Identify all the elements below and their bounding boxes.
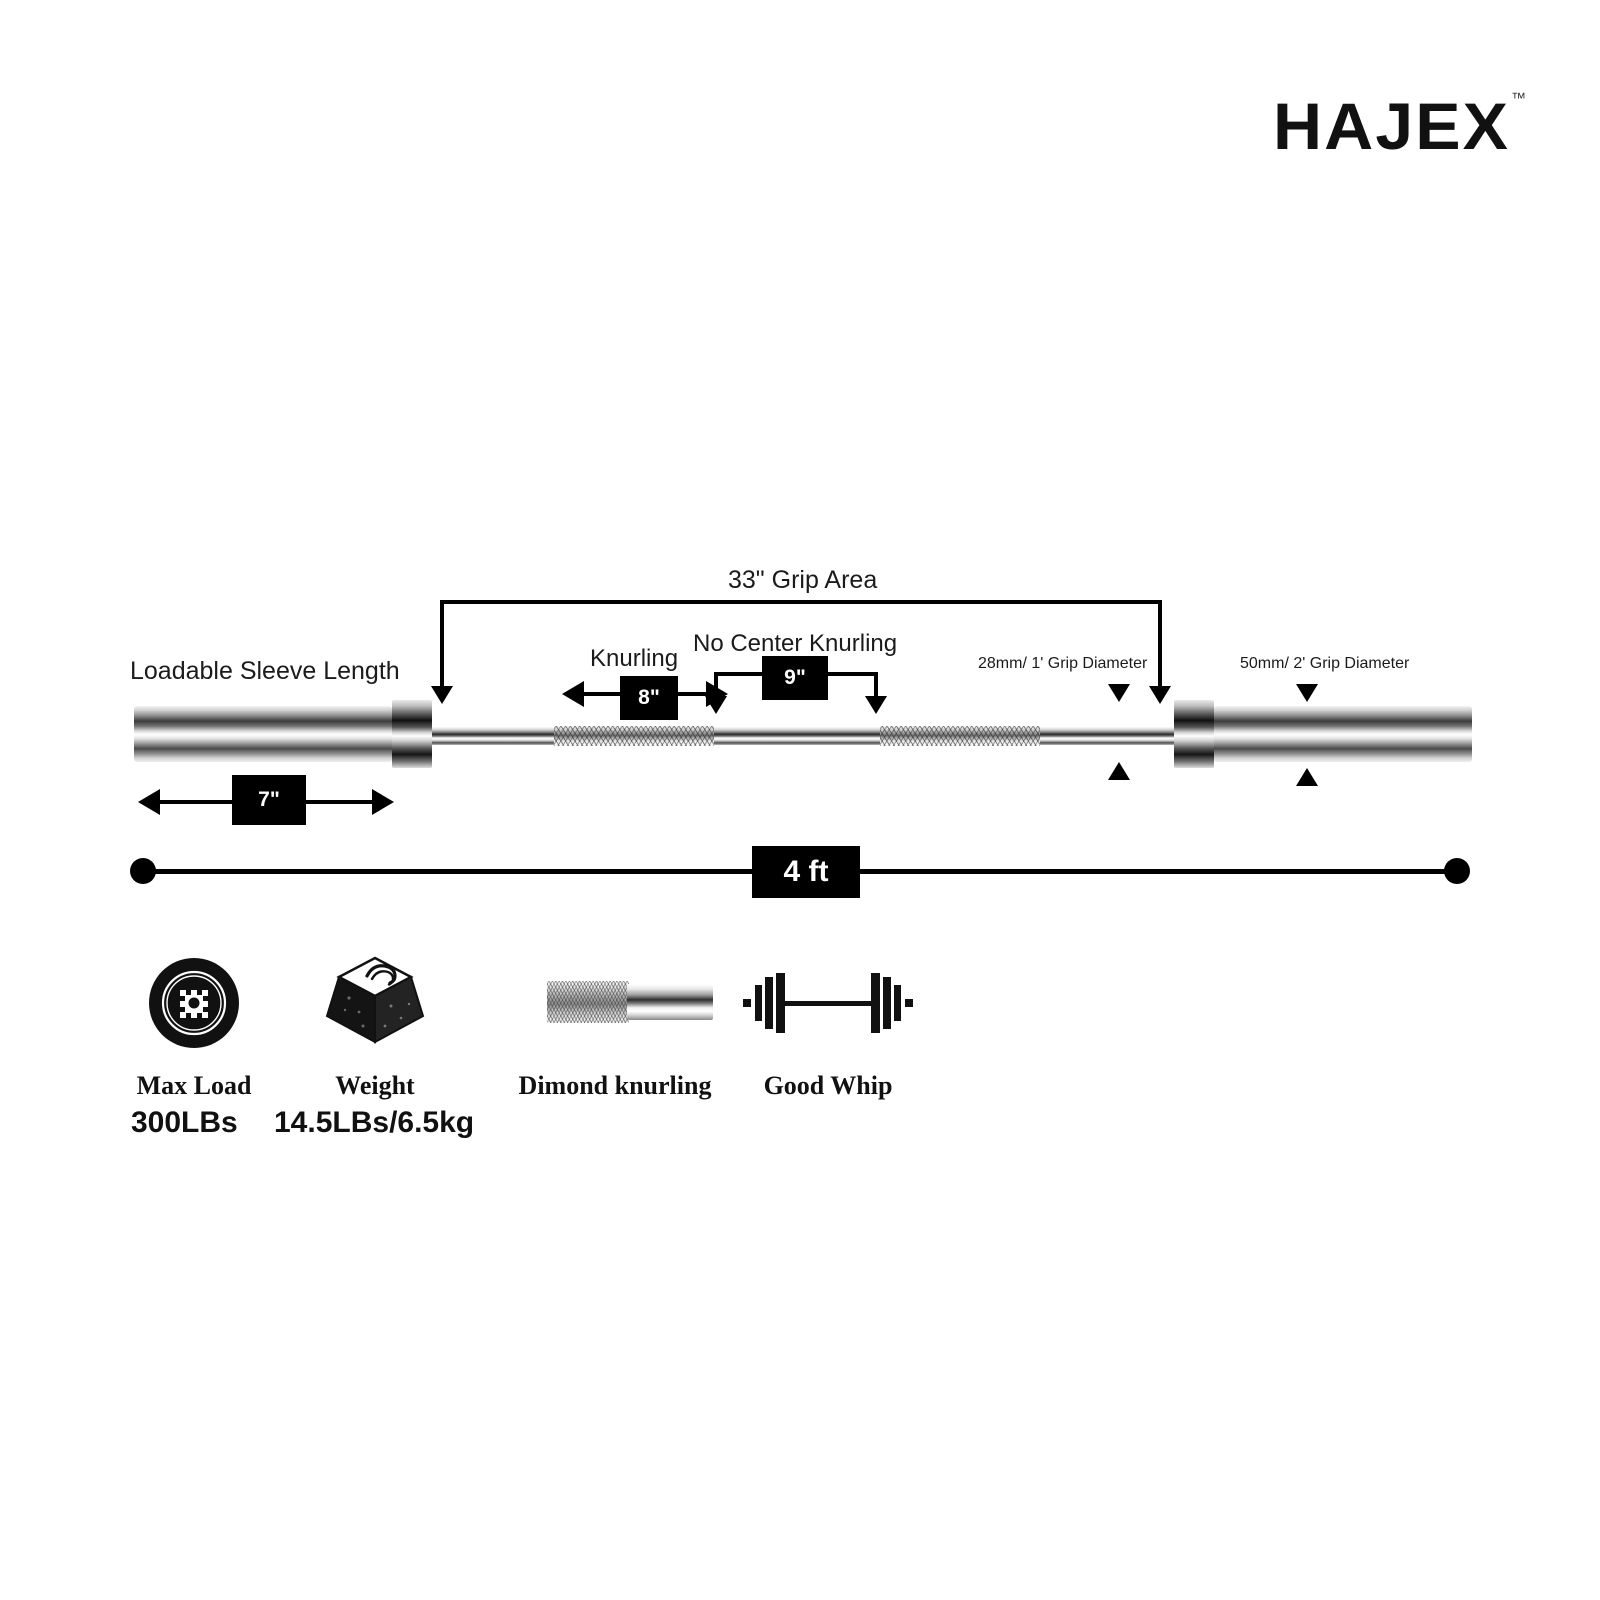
sleeve-diameter-arrow-up-icon — [1296, 768, 1318, 786]
knurled-bar-icon — [517, 955, 713, 1051]
shaft-smooth-left — [432, 727, 554, 745]
loadable-sleeve-length-label: Loadable Sleeve Length — [130, 657, 400, 685]
sleeve-dim-arrow-left-icon — [138, 789, 160, 815]
total-length-badge: 4 ft — [752, 846, 860, 898]
right-sleeve — [1214, 706, 1472, 762]
feature-dimond-knurling-label: Dimond knurling — [518, 1071, 712, 1100]
knurling-dim-arrow-left-icon — [562, 681, 584, 707]
grip-area-bracket-right — [1158, 600, 1162, 686]
center-gap-bracket-top-left — [714, 672, 770, 676]
feature-weight-label: Weight — [335, 1071, 415, 1100]
center-gap-length-badge: 9" — [762, 656, 828, 700]
knurled-bar-smooth-part — [627, 984, 713, 1020]
knurling-dim-line-left — [582, 692, 624, 696]
grip-area-arrow-right-icon — [1149, 686, 1171, 704]
shaft-center-smooth — [714, 727, 880, 745]
knurling-dim-line-right — [672, 692, 718, 696]
center-gap-bracket-top-right — [822, 672, 878, 676]
center-gap-bracket-left — [714, 672, 718, 696]
grip-area-arrow-left-icon — [431, 686, 453, 704]
feature-good-whip-label: Good Whip — [763, 1071, 893, 1100]
feature-good-whip: Good Whip — [726, 955, 930, 1101]
shaft-diameter-label: 28mm/ 1' Grip Diameter — [978, 655, 1148, 672]
sleeve-dim-line-left — [158, 800, 238, 804]
shaft-diameter-arrow-down-icon — [1108, 684, 1130, 702]
right-knurling — [880, 726, 1040, 746]
barbell-icon — [743, 973, 913, 1033]
feature-weight: Weight — [283, 950, 467, 1101]
left-knurling — [554, 726, 714, 746]
left-collar — [392, 700, 432, 768]
feature-max-load-label: Max Load — [136, 1071, 252, 1100]
total-length-line-right — [854, 869, 1458, 874]
brand-name: HAJEX — [1273, 89, 1510, 163]
weight-block-icon — [325, 956, 425, 1044]
grip-area-label: 33" Grip Area — [728, 566, 878, 594]
grip-area-bracket-top — [440, 600, 1162, 604]
center-gap-arrow-right-icon — [865, 696, 887, 714]
feature-weight-value: 14.5LBs/6.5kg — [274, 1106, 475, 1139]
sleeve-dim-line-right — [300, 800, 384, 804]
knurled-bar-textured-part — [547, 981, 629, 1023]
center-gap-arrow-left-icon — [705, 696, 727, 714]
shaft-smooth-right — [1040, 727, 1174, 745]
sleeve-dim-arrow-right-icon — [372, 789, 394, 815]
sleeve-diameter-label: 50mm/ 2' Grip Diameter — [1240, 655, 1410, 672]
trademark-icon: ™ — [1511, 90, 1526, 107]
total-length-endpoint-right-icon — [1444, 858, 1470, 884]
sleeve-diameter-arrow-down-icon — [1296, 684, 1318, 702]
weight-plate-icon — [149, 958, 239, 1048]
total-length-line-left — [150, 869, 758, 874]
feature-max-load-value: 300LBs — [131, 1106, 238, 1139]
brand-logo: HAJEX ™ — [1150, 86, 1526, 166]
shaft-diameter-arrow-up-icon — [1108, 762, 1130, 780]
knurling-label: Knurling — [590, 645, 679, 672]
grip-area-bracket-left — [440, 600, 444, 686]
feature-max-load: Max Load — [102, 955, 286, 1101]
center-gap-bracket-right — [874, 672, 878, 696]
no-center-knurling-label: No Center Knurling — [693, 630, 898, 657]
right-collar — [1174, 700, 1214, 768]
sleeve-length-badge: 7" — [232, 775, 306, 825]
feature-dimond-knurling: Dimond knurling — [490, 955, 740, 1101]
left-sleeve — [134, 706, 392, 762]
knurling-length-badge: 8" — [620, 676, 678, 720]
